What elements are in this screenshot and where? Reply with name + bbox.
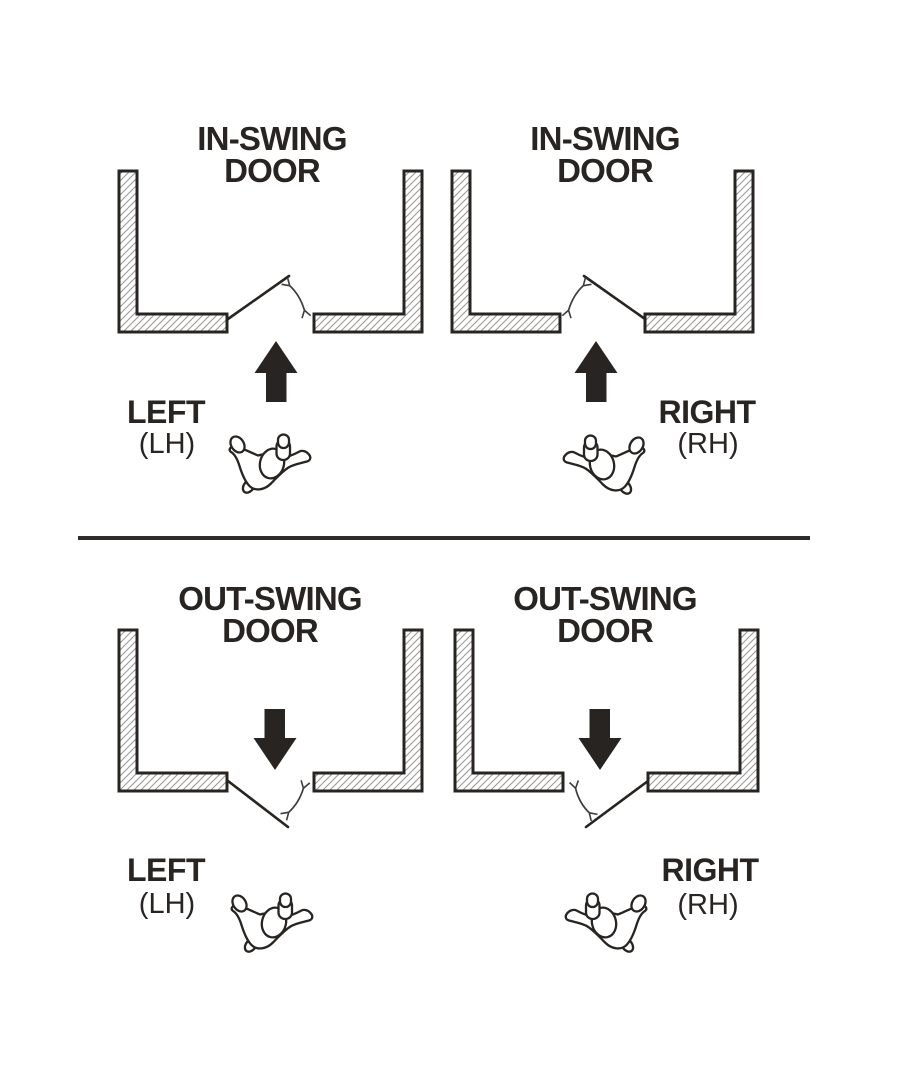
wall-left-hinge-side: [117, 169, 229, 334]
quadrant-title-line1: IN-SWING: [197, 120, 347, 157]
person-top-view-icon: [564, 891, 650, 956]
divider-line: [78, 536, 810, 540]
quadrant-title-line2: DOOR: [557, 152, 654, 189]
hand-abbreviation: (RH): [677, 428, 739, 460]
quadrant-title-line2: DOOR: [557, 612, 654, 649]
quadrant-title-line1: OUT-SWING: [513, 580, 697, 617]
room-in-swing-left: [117, 169, 424, 497]
room-out-swing-left: [117, 628, 424, 956]
door-leaf: [584, 779, 650, 829]
wall-left-strike-side: [453, 628, 565, 793]
wall-right-hinge-side: [646, 628, 760, 793]
approach-arrow-down-icon: [578, 709, 622, 770]
wall-right-strike-side: [312, 628, 424, 793]
wall-right-strike-side: [312, 169, 424, 334]
wall-left-hinge-side: [117, 628, 229, 793]
door-leaf: [226, 779, 290, 829]
door-leaf: [226, 274, 291, 321]
door-swing-arc-icon: [569, 286, 584, 311]
quadrant-title-line1: OUT-SWING: [178, 580, 362, 617]
door-swing-arc-icon: [576, 788, 590, 813]
hand-label: LEFT: [127, 852, 205, 888]
approach-arrow-up-icon: [254, 341, 298, 402]
hand-abbreviation: (LH): [138, 428, 196, 460]
hand-label: RIGHT: [661, 852, 759, 888]
approach-arrow-up-icon: [574, 341, 618, 402]
person-top-view-icon: [562, 433, 648, 498]
wall-right-hinge-side: [643, 169, 755, 334]
hand-label: RIGHT: [658, 394, 756, 430]
approach-arrow-down-icon: [253, 709, 297, 770]
wall-left-strike-side: [450, 169, 562, 334]
quadrant-title-line1: IN-SWING: [530, 120, 680, 157]
door-leaf: [582, 274, 647, 321]
quadrant-title-line2: DOOR: [224, 152, 321, 189]
room-out-swing-right: [453, 628, 760, 956]
hand-abbreviation: (RH): [677, 889, 739, 921]
quadrant-title-line2: DOOR: [222, 612, 319, 649]
door-swing-arc-icon: [289, 788, 304, 813]
door-swing-arc-icon: [290, 286, 305, 311]
person-top-view-icon: [226, 432, 312, 497]
hand-label: LEFT: [127, 394, 205, 430]
room-in-swing-right: [450, 169, 755, 498]
person-top-view-icon: [228, 891, 314, 956]
hand-abbreviation: (LH): [138, 888, 196, 920]
